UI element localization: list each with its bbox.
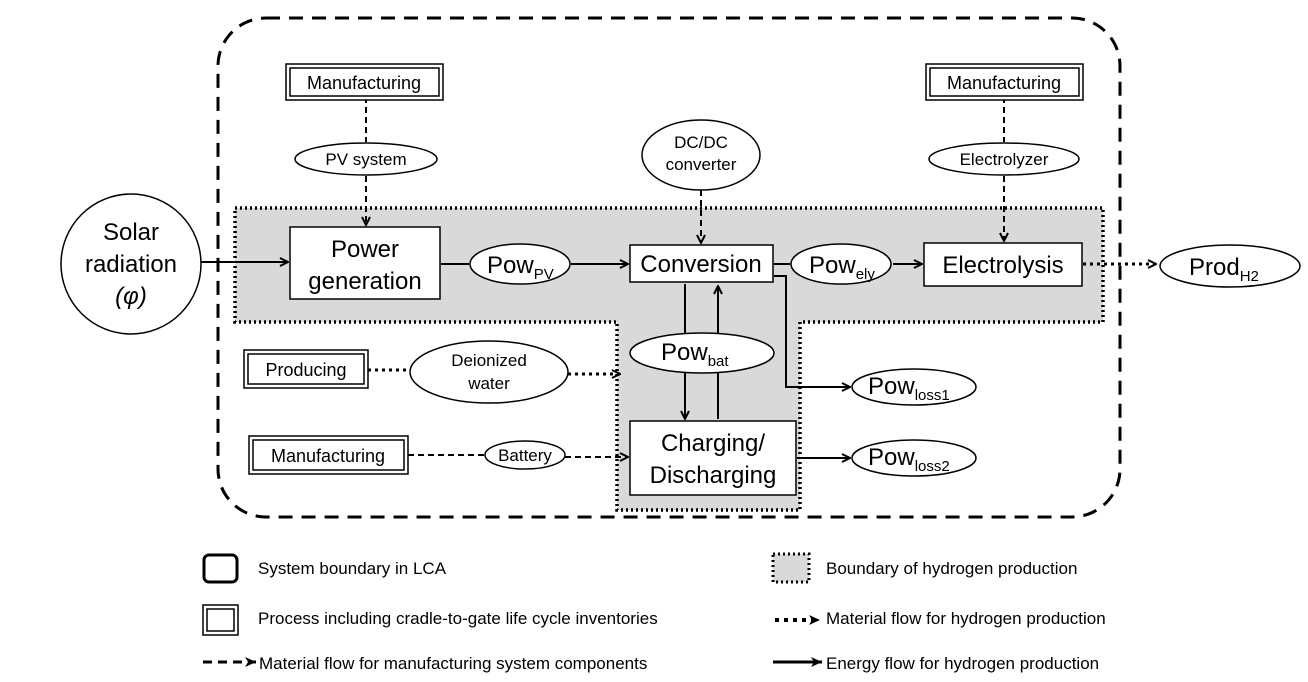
battery-label: Battery (498, 446, 552, 465)
charging-discharging-process: Charging/ Discharging (629, 420, 797, 496)
deionized-water-line-1: Deionized (451, 351, 527, 370)
pow-loss1-node: Powloss1 (851, 368, 977, 406)
pow-loss1-label: Pow (868, 373, 915, 400)
legend: System boundary in LCA Process including… (202, 552, 1106, 673)
prod-h2-node: ProdH2 (1159, 244, 1301, 288)
svg-text:Powely: Powely (809, 252, 875, 283)
manufacturing-battery-process: Manufacturing (248, 435, 409, 475)
prod-h2-label: Prod (1189, 254, 1240, 281)
conversion-process: Conversion (629, 244, 774, 283)
legend-system-boundary-label: System boundary in LCA (258, 559, 447, 578)
dcdc-converter-node: DC/DC converter (641, 119, 761, 191)
pow-ely-node: Powely (790, 243, 892, 285)
legend-energy-flow-label: Energy flow for hydrogen production (826, 654, 1099, 673)
deionized-water-node: Deionized water (409, 340, 569, 404)
producing-process: Producing (243, 349, 369, 389)
pow-loss2-sub: loss2 (915, 458, 950, 475)
pow-pv-label: Pow (487, 252, 534, 279)
flow-lines (201, 97, 1156, 458)
legend-process-label: Process including cradle-to-gate life cy… (258, 609, 658, 628)
manufacturing-pv-process: Manufacturing (285, 63, 444, 101)
pow-loss1-sub: loss1 (915, 387, 950, 404)
svg-text:Powloss1: Powloss1 (868, 373, 950, 404)
solar-radiation-line-1: Solar (103, 219, 159, 246)
charging-line-2: Discharging (650, 462, 777, 489)
pow-bat-node: Powbat (629, 332, 775, 374)
manufacturing-battery-label: Manufacturing (271, 446, 385, 466)
solar-radiation-node: Solar radiation (φ) (60, 193, 202, 335)
pow-bat-sub: bat (708, 353, 730, 370)
power-generation-line-2: generation (308, 268, 421, 295)
manufacturing-electrolyzer-process: Manufacturing (925, 63, 1084, 101)
deionized-water-line-2: water (467, 374, 510, 393)
svg-text:Powloss2: Powloss2 (868, 444, 950, 475)
manufacturing-pv-label: Manufacturing (307, 73, 421, 93)
battery-node: Battery (484, 440, 566, 470)
pow-pv-node: PowPV (469, 243, 571, 285)
electrolyzer-node: Electrolyzer (928, 142, 1080, 176)
pow-loss2-label: Pow (868, 444, 915, 471)
charging-line-1: Charging/ (661, 430, 765, 457)
manufacturing-electrolyzer-label: Manufacturing (947, 73, 1061, 93)
conversion-label: Conversion (640, 251, 761, 278)
dcdc-converter-line-1: DC/DC (674, 133, 728, 152)
legend-system-boundary-swatch (202, 553, 239, 584)
legend-material-manufacturing-label: Material flow for manufacturing system c… (259, 654, 647, 673)
electrolyzer-label: Electrolyzer (960, 150, 1049, 169)
conversion-to-powloss1-arrow (774, 275, 850, 387)
pv-system-label: PV system (325, 150, 406, 169)
pow-bat-label: Pow (661, 339, 708, 366)
pow-ely-label: Pow (809, 252, 856, 279)
pow-ely-sub: ely (856, 266, 876, 283)
legend-hydrogen-boundary-swatch (771, 552, 811, 584)
svg-text:ProdH2: ProdH2 (1189, 254, 1259, 285)
legend-hydrogen-boundary-label: Boundary of hydrogen production (826, 559, 1077, 578)
producing-label: Producing (265, 360, 346, 380)
power-generation-line-1: Power (331, 236, 399, 263)
prod-h2-sub: H2 (1240, 268, 1259, 285)
dcdc-converter-line-2: converter (666, 155, 737, 174)
electrolysis-process: Electrolysis (923, 242, 1083, 287)
svg-text:Powbat: Powbat (661, 339, 729, 370)
electrolysis-label: Electrolysis (942, 252, 1063, 279)
legend-material-hydrogen-label: Material flow for hydrogen production (826, 609, 1106, 628)
solar-radiation-line-2: radiation (85, 251, 177, 278)
solar-radiation-line-3: (φ) (115, 283, 147, 310)
pow-loss2-node: Powloss2 (851, 439, 977, 477)
svg-text:PowPV: PowPV (487, 252, 554, 283)
pow-pv-sub: PV (534, 266, 554, 283)
lca-system-boundary (216, 16, 1122, 519)
power-generation-process: Power generation (289, 226, 441, 300)
pv-system-node: PV system (294, 142, 438, 176)
legend-process-swatch-inner (206, 608, 235, 632)
